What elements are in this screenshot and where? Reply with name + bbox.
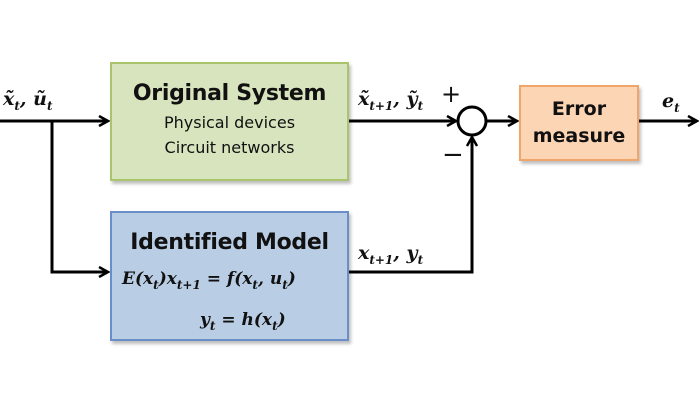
identified-model-title: Identified Model — [130, 230, 329, 255]
identified-model-block: Identified Model E(xt)xt+1 = f(xt, ut) y… — [110, 211, 349, 341]
input-signal-label: x̃t, ũt — [3, 88, 53, 113]
plus-sign: + — [441, 80, 462, 108]
model-output-label: xt+1, yt — [358, 242, 424, 267]
input-to-model-arrow — [50, 121, 108, 272]
system-output-label: x̃t+1, ỹt — [358, 88, 424, 113]
original-system-block: Original System Physical devices Circuit… — [110, 62, 349, 181]
state-equation: E(xt)xt+1 = f(xt, ut) — [122, 269, 296, 292]
summing-junction — [456, 105, 488, 137]
original-system-title: Original System — [132, 81, 327, 106]
original-system-line-2: Circuit networks — [164, 138, 295, 157]
error-output-label: et — [662, 90, 680, 115]
output-equation: yt = h(xt) — [200, 310, 286, 333]
original-system-line-1: Physical devices — [163, 113, 296, 132]
error-measure-title: Error measure — [532, 98, 626, 147]
error-measure-block: Error measure — [519, 85, 639, 161]
model-to-junction-arrow — [349, 137, 472, 274]
minus-sign: − — [442, 140, 464, 170]
